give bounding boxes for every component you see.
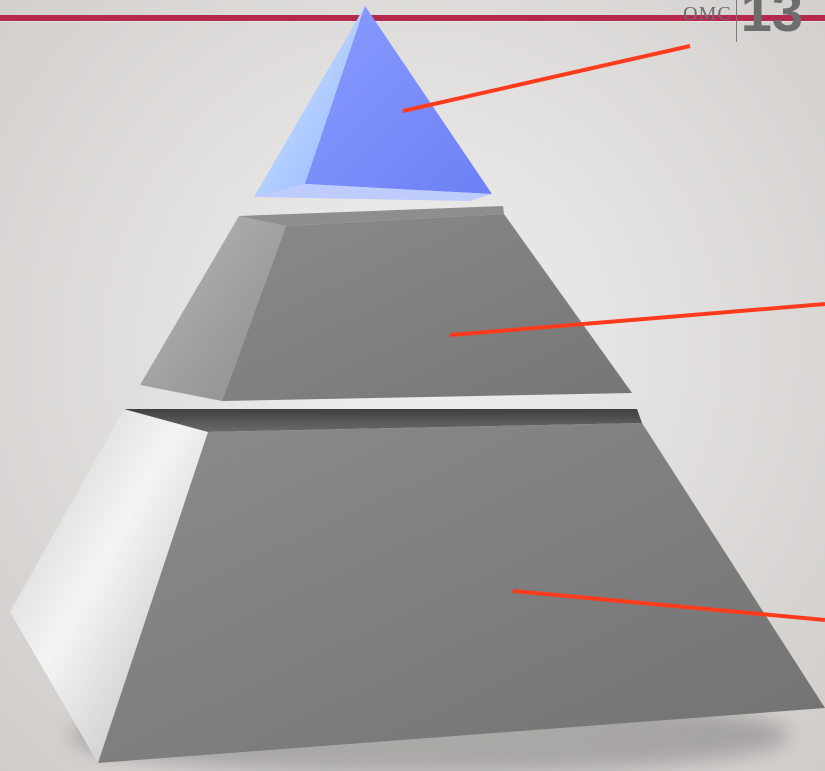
top-tier-leader-line xyxy=(403,46,690,111)
bottom-tier-front-face xyxy=(98,423,825,763)
middle-tier-front-face xyxy=(222,214,632,401)
pyramid-tier-top xyxy=(254,6,492,201)
pyramid-tier-middle xyxy=(140,206,632,401)
pyramid-tier-bottom xyxy=(10,409,825,763)
